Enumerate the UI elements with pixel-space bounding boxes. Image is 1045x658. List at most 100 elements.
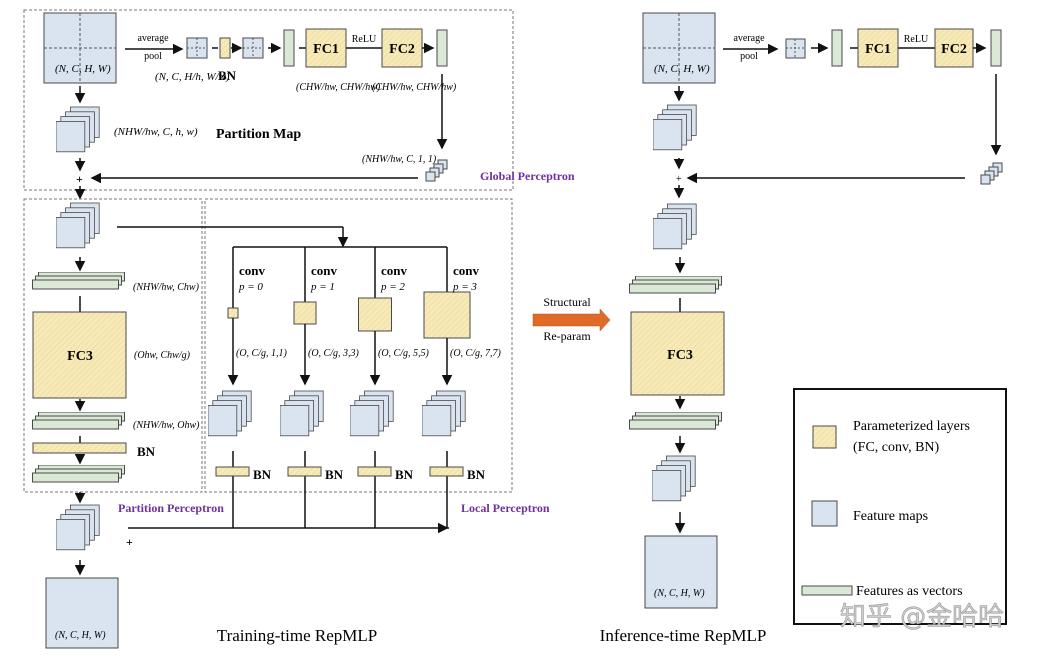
inf-relu-label: ReLU	[904, 34, 929, 45]
conv-name-2: conv	[381, 263, 408, 278]
relu-label: ReLU	[352, 34, 377, 45]
partition-perceptron-region: (NHW/hw, Chw) FC3 (Ohw, Chw/g) (NHW/hw, …	[23, 198, 224, 515]
global-perceptron-region: (N, C, H, W) average pool (N, C, H/h, W/…	[23, 9, 575, 200]
training-sum-stack	[56, 504, 100, 551]
legend-swatch-parameterized	[812, 425, 837, 449]
bn-label-global: BN	[218, 68, 237, 83]
inf-fc2-label: FC2	[941, 42, 967, 57]
partition-shape: (NHW/hw, C, h, w)	[114, 126, 198, 138]
inf-vector-after-fc2	[990, 29, 1002, 67]
conv-bn-0	[215, 466, 250, 477]
pooled-shape: (N, C, H/h, W/w)	[155, 71, 230, 83]
partition-map-stack	[56, 106, 100, 153]
partition-perceptron-box	[23, 198, 203, 493]
fc2-shape: (CHW/hw, CHW/hw)	[372, 82, 457, 93]
conv-shape-1: (O, C/g, 3,3)	[308, 348, 360, 359]
conv-p-2: p = 2	[380, 281, 405, 293]
local-perceptron-box	[204, 198, 513, 493]
legend-label-parameterized-2: (FC, conv, BN)	[853, 440, 940, 455]
conv-name-1: conv	[311, 263, 338, 278]
conv-bn-label-2: BN	[395, 467, 414, 482]
legend: Parameterized layers (FC, conv, BN) Feat…	[793, 388, 1007, 625]
vec-shape-out: (NHW/hw, Ohw)	[133, 420, 200, 431]
avgpool-label-2: pool	[144, 51, 162, 62]
vector-before-fc1	[283, 29, 295, 67]
conv-kernel-1	[293, 301, 317, 325]
fc3-layer	[32, 311, 127, 399]
conv-output-stack-2	[350, 390, 394, 437]
conv-branch-3: conv p = 3 (O, C/g, 7,7) BN	[422, 247, 502, 528]
inference-title: Inference-time RepMLP	[600, 626, 767, 645]
bn-label-partition: BN	[137, 444, 156, 459]
training-title: Training-time RepMLP	[217, 626, 377, 645]
global-perceptron-box	[23, 9, 514, 191]
partition-perceptron-label: Partition Perceptron	[118, 501, 224, 515]
inf-avgpool-label-1: average	[733, 33, 765, 44]
fc2-label: FC2	[389, 42, 415, 57]
vector-stack-bn	[31, 465, 126, 483]
conv-bn-3	[429, 466, 464, 477]
training-output-feature-map	[45, 577, 119, 649]
conv-p-1: p = 1	[310, 281, 335, 293]
legend-swatch-feature-maps	[811, 500, 838, 527]
reparam-arrow-group: Structural Re-param	[532, 295, 611, 343]
vec-shape-in: (NHW/hw, Chw)	[133, 282, 200, 293]
vector-stack-out	[31, 412, 126, 430]
inf-plus: +	[676, 174, 682, 185]
bn-layer-partition	[32, 442, 127, 454]
inference-input-shape: (N, C, H, W)	[654, 63, 710, 75]
inf-vector-stack-in	[628, 276, 723, 294]
conv-kernel-2	[358, 297, 392, 332]
conv-kernel-0	[227, 307, 239, 319]
conv-name-0: conv	[239, 263, 266, 278]
conv-bn-label-0: BN	[253, 467, 272, 482]
training-output: + (N, C, H, W) Training-time RepMLP	[45, 492, 377, 649]
reparam-label-2: Re-param	[543, 329, 591, 343]
watermark: 知乎 @金哈哈	[840, 602, 1004, 632]
fc3-label: FC3	[67, 349, 93, 364]
conv-bn-label-3: BN	[467, 467, 486, 482]
conv-bn-2	[357, 466, 392, 477]
conv-shape-3: (O, C/g, 7,7)	[450, 348, 502, 359]
conv-p-0: p = 0	[238, 281, 263, 293]
conv-shape-0: (O, C/g, 1,1)	[236, 348, 288, 359]
conv-p-3: p = 3	[452, 281, 477, 293]
local-perceptron-label: Local Perceptron	[461, 501, 550, 515]
conv-output-stack-0	[208, 390, 252, 437]
plus-global: +	[76, 172, 83, 186]
inf-global-output-stack	[980, 162, 1003, 185]
fc1-layer	[305, 28, 347, 68]
training-output-shape: (N, C, H, W)	[55, 630, 106, 641]
conv-output-stack-1	[280, 390, 324, 437]
inf-fc1-label: FC1	[865, 42, 891, 57]
avgpool-label-1: average	[137, 33, 169, 44]
inf-partition-map-stack	[653, 104, 697, 151]
vector-after-fc2	[436, 29, 448, 67]
global-out-shape: (NHW/hw, C, 1, 1)	[362, 154, 437, 165]
partition-input-stack	[56, 202, 100, 249]
legend-swatch-vectors	[801, 585, 853, 596]
conv-output-stack-3	[422, 390, 466, 437]
legend-label-vectors: Features as vectors	[856, 584, 963, 599]
inference-branch: (N, C, H, W) average pool FC1 ReLU FC2 +	[600, 12, 1003, 645]
inf-fc2-layer	[934, 28, 974, 68]
reparam-label-1: Structural	[543, 295, 591, 309]
inf-avgpool-label-2: pool	[740, 51, 758, 62]
local-perceptron-region: conv p = 0 (O, C/g, 1,1) BN conv p = 1 (O, C/g…	[117, 198, 550, 534]
training-input-shape: (N, C, H, W)	[55, 63, 111, 75]
legend-label-feature-maps: Feature maps	[853, 509, 928, 524]
global-output-stack	[425, 159, 448, 182]
global-perceptron-label: Global Perceptron	[480, 169, 575, 183]
reparam-arrow-icon	[532, 308, 611, 332]
fc1-label: FC1	[313, 42, 339, 57]
conv-kernel-3	[423, 291, 471, 339]
fc1-shape: (CHW/hw, CHW/hw)	[296, 82, 381, 93]
conv-name-3: conv	[453, 263, 480, 278]
partition-map-label: Partition Map	[216, 127, 301, 142]
fc3-shape: (Ohw, Chw/g)	[134, 350, 191, 361]
inf-fc3-label: FC3	[667, 348, 693, 363]
inf-vector-stack-out	[628, 412, 723, 430]
